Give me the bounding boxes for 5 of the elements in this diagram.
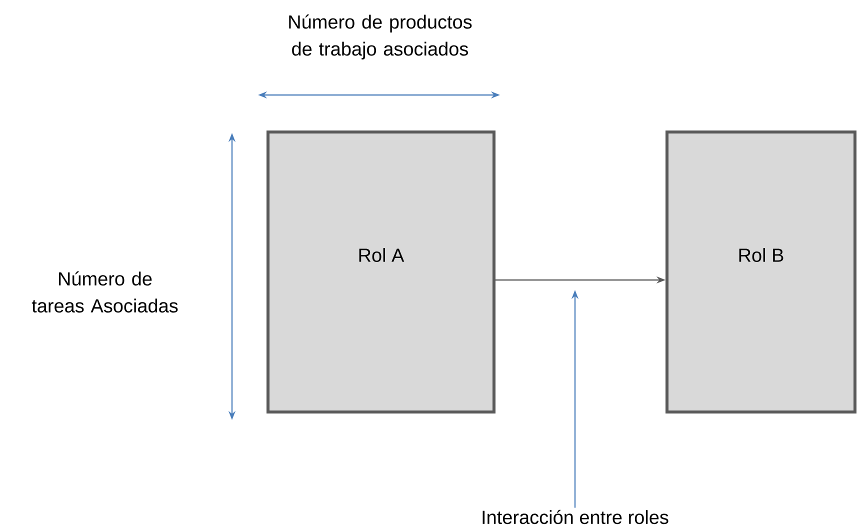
dimension-label: Número de productos de trabajo asociados bbox=[289, 14, 472, 60]
role-box: Rol B bbox=[666, 130, 856, 414]
dimension-label: Número de tareas Asociadas bbox=[32, 271, 178, 313]
caption-text: Interacción entre roles bbox=[482, 510, 668, 524]
role-box: Rol A bbox=[266, 130, 496, 414]
